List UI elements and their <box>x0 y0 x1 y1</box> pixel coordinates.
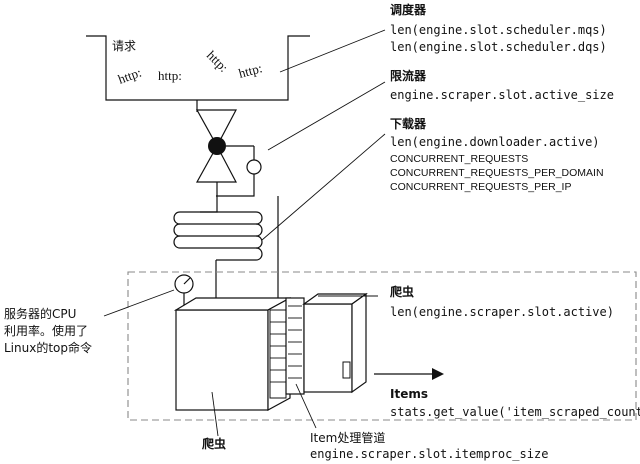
valve-knob <box>208 137 226 155</box>
throttle-valve <box>195 100 262 200</box>
scheduler-leader-line <box>279 29 386 73</box>
spider-region-border <box>127 271 637 421</box>
concurrent-requests-per-ip: CONCURRENT_REQUESTS_PER_IP <box>390 181 571 193</box>
items-scraped-count: stats.get_value('item_scraped_count') <box>390 405 640 419</box>
item-output-cabinet <box>303 303 353 393</box>
spider-box-label: 爬虫 <box>201 436 226 451</box>
throttler-leader-line <box>267 81 386 151</box>
spider-box-front <box>175 309 269 411</box>
gauge-return-pipe <box>216 174 255 197</box>
scheduler-title: 调度器 <box>390 2 427 17</box>
concurrent-requests: CONCURRENT_REQUESTS <box>390 153 528 165</box>
throttler-title: 限流器 <box>390 68 427 83</box>
spider-box-leader <box>211 391 219 437</box>
coil-loop-front-2 <box>255 235 263 249</box>
downloader-title: 下载器 <box>390 116 427 131</box>
request-queue-label: 请求 <box>112 39 136 53</box>
pipeline-frame <box>285 297 305 395</box>
coil-inlet-pipe <box>180 200 218 213</box>
http-request-3: http: <box>204 48 231 75</box>
coil-loop-front <box>255 211 263 225</box>
active-size-gauge <box>246 159 262 175</box>
cpu-note-line-2: 利用率。使用了 <box>4 323 88 338</box>
downloader-active: len(engine.downloader.active) <box>390 135 600 149</box>
request-queue: 请求 http: http: http: http: <box>86 35 310 101</box>
pipeline-itemproc-size: engine.scraper.slot.itemproc_size <box>310 447 548 461</box>
spider-region-title: 爬虫 <box>389 284 414 299</box>
cpu-gauge-needle <box>183 277 191 285</box>
http-request-2: http: <box>158 68 182 83</box>
coil-loop-back <box>173 223 181 237</box>
pipeline-slats <box>269 309 287 399</box>
http-request-1: http: <box>116 65 144 87</box>
spider-region-active: len(engine.scraper.slot.active) <box>390 305 614 319</box>
items-arrow-head <box>432 368 444 380</box>
scheduler-dqs: len(engine.slot.scheduler.dqs) <box>390 40 607 54</box>
downloader-coil <box>173 196 279 300</box>
spider-machine <box>173 292 368 412</box>
coil-loops <box>173 211 263 261</box>
pipeline-leader <box>295 383 317 429</box>
downloader-leader-line <box>261 133 386 241</box>
scheduler-mqs: len(engine.slot.scheduler.mqs) <box>390 23 607 37</box>
items-output-arrow <box>374 368 444 380</box>
pipeline-title: Item处理管道 <box>310 430 385 445</box>
http-request-4: http: <box>237 60 264 81</box>
cabinet-side <box>351 292 367 394</box>
cpu-leader-line <box>103 289 175 317</box>
throttler-active-size: engine.scraper.slot.active_size <box>390 88 614 102</box>
valve-top-triangle <box>195 109 237 148</box>
cpu-note-line-3: Linux的top命令 <box>4 340 92 355</box>
cabinet-handle <box>342 361 351 379</box>
cpu-note-line-1: 服务器的CPU <box>4 306 76 321</box>
concurrent-requests-per-domain: CONCURRENT_REQUESTS_PER_DOMAIN <box>390 167 604 179</box>
items-title: Items <box>390 387 428 401</box>
